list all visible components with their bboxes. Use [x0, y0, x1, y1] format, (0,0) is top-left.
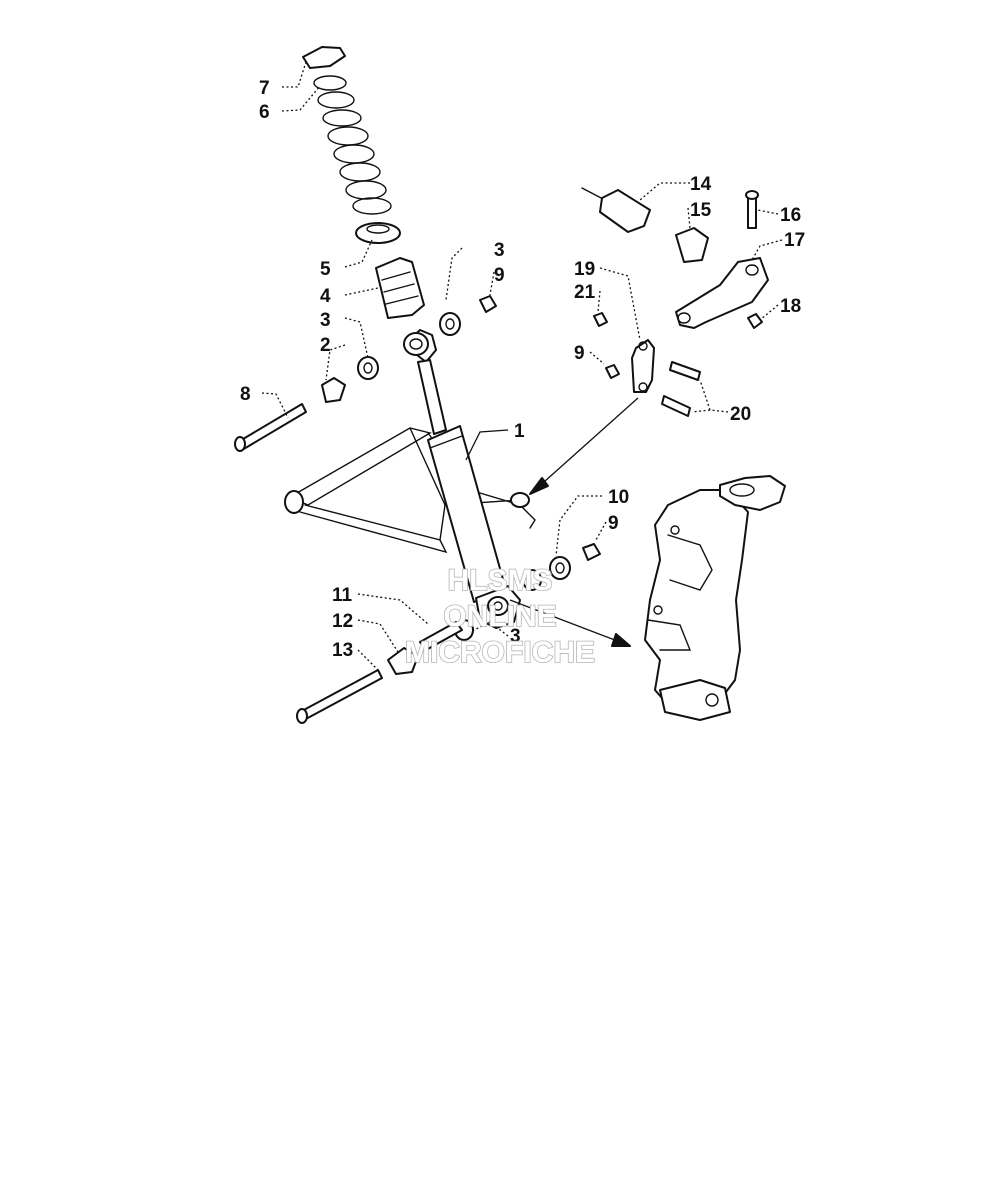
spring-retainer-cap [302, 46, 346, 69]
watermark-line-1: HLSMS [448, 564, 553, 597]
callout-12: 12 [332, 611, 353, 632]
watermark-line-2: ONLINE [443, 600, 556, 633]
callout-9-right: 9 [574, 343, 585, 364]
watermark: HLSMS ONLINE MICROFICHE [404, 563, 596, 670]
watermark-line-3: MICROFICHE [405, 636, 595, 669]
callout-11: 11 [332, 585, 353, 606]
callout-20: 20 [730, 404, 751, 425]
callout-3-upper-left: 3 [320, 310, 331, 331]
upper-mount-hardware [234, 295, 497, 452]
callout-8: 8 [240, 384, 251, 405]
callout-10: 10 [608, 487, 629, 508]
callout-1: 1 [514, 421, 525, 442]
callout-6: 6 [259, 102, 270, 123]
callout-9-upper: 9 [494, 265, 505, 286]
steering-knuckle [644, 475, 786, 721]
callout-9-lower: 9 [608, 513, 619, 534]
spring-seat [355, 222, 401, 244]
callout-14: 14 [690, 174, 712, 195]
coil-spring [313, 75, 392, 215]
shock-absorber [403, 329, 521, 629]
callout-15: 15 [690, 200, 712, 221]
callout-19: 19 [574, 259, 595, 280]
callout-2: 2 [320, 335, 331, 356]
callout-21: 21 [574, 282, 596, 303]
sway-bar-link-assembly [581, 187, 769, 417]
callout-13: 13 [332, 640, 353, 661]
callout-3-lower: 3 [510, 626, 521, 647]
callout-17: 17 [784, 230, 805, 251]
bump-stop [375, 257, 425, 319]
callout-3-upper-right: 3 [494, 240, 505, 261]
callout-7: 7 [259, 78, 270, 99]
callout-18: 18 [780, 296, 801, 317]
callout-5: 5 [320, 259, 331, 280]
callout-16: 16 [780, 205, 801, 226]
lower-mount-hardware [296, 543, 601, 724]
callout-4: 4 [320, 286, 331, 307]
callout-labels: 7 6 5 4 3 2 8 3 9 1 10 9 11 12 13 3 14 1… [240, 78, 805, 661]
a-arm [284, 427, 536, 554]
assembly-arrows [509, 397, 639, 647]
leader-lines [261, 61, 783, 673]
